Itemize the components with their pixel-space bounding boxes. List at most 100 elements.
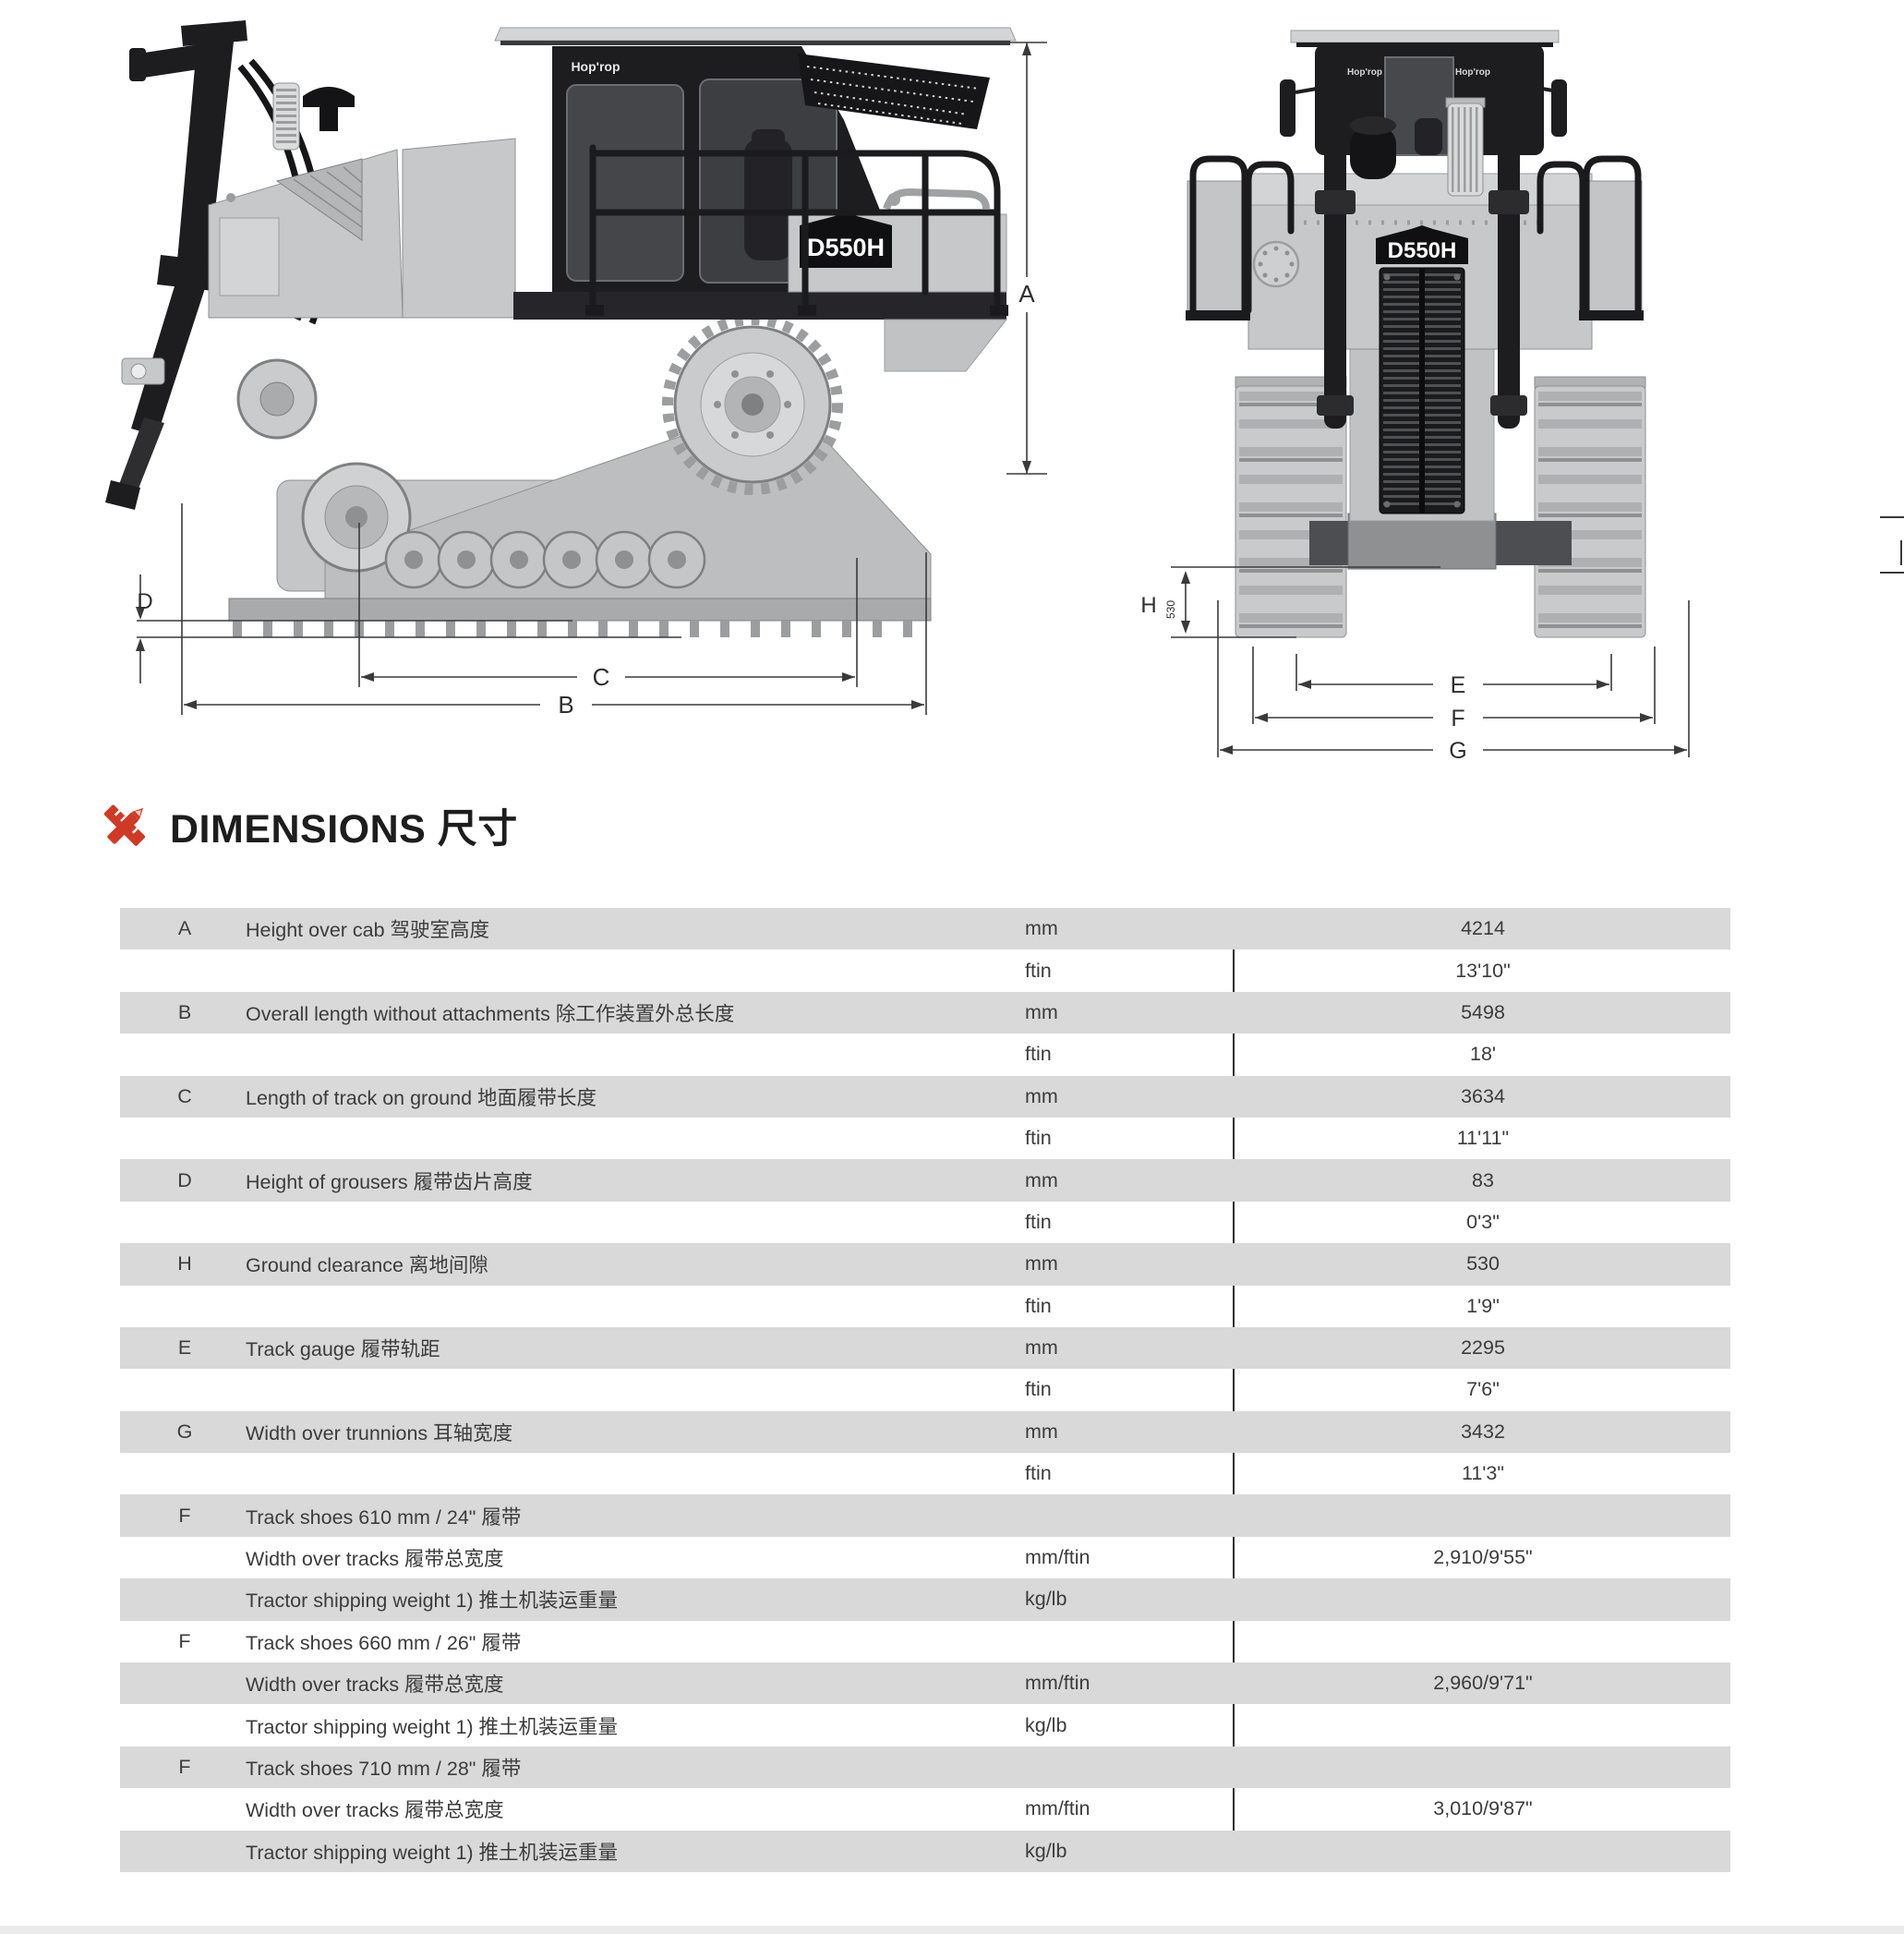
dim-label-f: F [1451, 706, 1464, 731]
side-body [208, 82, 1006, 320]
row-description: Width over trunnions 耳轴宽度 [246, 1421, 513, 1444]
front-handrails [1186, 155, 1644, 320]
row-value [1235, 1621, 1730, 1662]
row-unit: mm [1025, 1084, 1058, 1107]
row-value: 11'3" [1461, 1462, 1504, 1485]
row-value: 2,960/9'71" [1433, 1672, 1533, 1695]
row-dimension-letter: H [177, 1252, 192, 1275]
section-title: DIMENSIONS 尺寸 [170, 807, 518, 852]
row-unit: mm [1025, 1420, 1058, 1443]
row-dimension-letter: E [177, 1336, 192, 1360]
table-row: ftin 11'11" [120, 1118, 1730, 1159]
row-description: Track shoes 610 mm / 24" 履带 [246, 1505, 522, 1529]
row-dimension-letter [166, 1369, 203, 1410]
dimension-line-b [181, 503, 927, 715]
row-dimension-letter [166, 1831, 203, 1872]
row-dimension-letter: F [178, 1756, 191, 1778]
ruler-pencil-icon [103, 804, 146, 846]
dimension-line-g [1217, 600, 1690, 757]
table-row: E Track gauge 履带轨距 mm 2295 [120, 1326, 1730, 1370]
row-description [246, 1033, 1012, 1075]
row-value: 13'10" [1455, 959, 1511, 982]
row-dimension-letter [166, 1033, 203, 1075]
front-radiator-grille: D550H [1376, 225, 1468, 514]
side-cab-vent [798, 54, 990, 129]
table-row: F Track shoes 660 mm / 26" 履带 [120, 1621, 1730, 1662]
table-row: H Ground clearance 离地间隙 mm 530 [120, 1243, 1730, 1286]
row-unit: ftin [1025, 1462, 1052, 1485]
row-dimension-letter [166, 1788, 203, 1830]
row-dimension-letter: G [176, 1420, 193, 1443]
table-row: Tractor shipping weight 1) 推土机装运重量 kg/lb [120, 1830, 1730, 1872]
row-value: 2,910/9'55" [1433, 1546, 1533, 1569]
row-unit: ftin [1025, 1294, 1052, 1317]
row-dimension-letter [166, 1578, 203, 1620]
row-unit: kg/lb [1025, 1839, 1067, 1862]
side-front-deck: D550H [788, 187, 1008, 372]
row-dimension-letter [166, 949, 203, 991]
row-unit: ftin [1025, 1043, 1052, 1066]
front-model-badge [1376, 225, 1468, 264]
row-unit: mm [1025, 1252, 1058, 1275]
row-description: Length of track on ground 地面履带长度 [246, 1086, 597, 1109]
row-description [246, 1202, 1012, 1243]
row-description: Track shoes 660 mm / 26" 履带 [246, 1631, 522, 1654]
row-value: 5498 [1461, 1000, 1505, 1023]
table-row: ftin 13'10" [120, 949, 1730, 991]
next-section-strip [0, 1926, 1904, 1934]
row-description [246, 1286, 1012, 1327]
row-dimension-letter [166, 1202, 203, 1243]
dimension-line-d [136, 574, 681, 683]
table-row: B Overall length without attachments 除工作… [120, 991, 1730, 1034]
table-row: ftin 7'6" [120, 1369, 1730, 1410]
front-model-badge-text: D550H [1388, 238, 1457, 263]
dozer-dimension-diagrams: Hop'rop D550H [105, 20, 1904, 764]
side-model-badge-text: D550H [807, 234, 885, 261]
row-unit: mm [1025, 1000, 1058, 1023]
dim-label-c: C [593, 663, 610, 691]
row-description: Overall length without attachments 除工作装置… [246, 1002, 735, 1025]
front-tracks [1235, 376, 1646, 638]
table-row: ftin 11'3" [120, 1453, 1730, 1494]
row-value: 3634 [1461, 1084, 1505, 1107]
row-value: 7'6" [1466, 1378, 1500, 1401]
table-row: Width over tracks 履带总宽度 mm/ftin 2,910/9'… [120, 1537, 1730, 1578]
row-description: Tractor shipping weight 1) 推土机装运重量 [246, 1590, 619, 1613]
table-row: Tractor shipping weight 1) 推土机装运重量 kg/lb [120, 1704, 1730, 1746]
page-edge-marks [1880, 516, 1904, 574]
row-unit: mm [1025, 1336, 1058, 1360]
row-description: Height over cab 驾驶室高度 [246, 919, 490, 942]
h-value-annotation: 530 [1164, 600, 1177, 619]
row-description: Width over tracks 履带总宽度 [246, 1674, 504, 1697]
table-row: Width over tracks 履带总宽度 mm/ftin 2,960/9'… [120, 1662, 1730, 1705]
row-value [1235, 1704, 1730, 1746]
dimensions-section-header: DIMENSIONS 尺寸 [100, 797, 518, 854]
row-unit: mm [1025, 917, 1058, 940]
row-unit: kg/lb [1025, 1588, 1067, 1611]
row-value: 83 [1472, 1168, 1494, 1191]
table-row: ftin 0'3" [120, 1202, 1730, 1243]
row-unit: ftin [1025, 959, 1052, 982]
table-row: Tractor shipping weight 1) 推土机装运重量 kg/lb [120, 1578, 1730, 1621]
row-description [246, 1369, 1012, 1410]
row-dimension-letter: D [177, 1168, 192, 1191]
dimension-line-c [358, 523, 858, 687]
table-row: ftin 1'9" [120, 1286, 1730, 1327]
table-row: D Height of grousers 履带齿片高度 mm 83 [120, 1159, 1730, 1202]
dim-label-h: H [1140, 593, 1156, 618]
row-value: 1'9" [1466, 1294, 1500, 1317]
row-unit [1025, 1494, 1219, 1536]
dim-label-e: E [1451, 672, 1466, 698]
row-description: Track shoes 710 mm / 28" 履带 [246, 1758, 522, 1780]
row-unit: mm/ftin [1025, 1672, 1091, 1695]
side-roof-brand-text: Hop'rop [571, 59, 620, 74]
dim-label-b: B [558, 691, 573, 719]
dim-label-g: G [1449, 738, 1466, 764]
row-dimension-letter: C [177, 1084, 192, 1107]
row-dimension-letter: B [177, 1000, 192, 1023]
drive-sprocket [662, 314, 843, 495]
row-description: Height of grousers 履带齿片高度 [246, 1170, 533, 1193]
row-dimension-letter [166, 1118, 203, 1159]
row-unit: ftin [1025, 1378, 1052, 1401]
row-dimension-letter: A [177, 917, 192, 940]
